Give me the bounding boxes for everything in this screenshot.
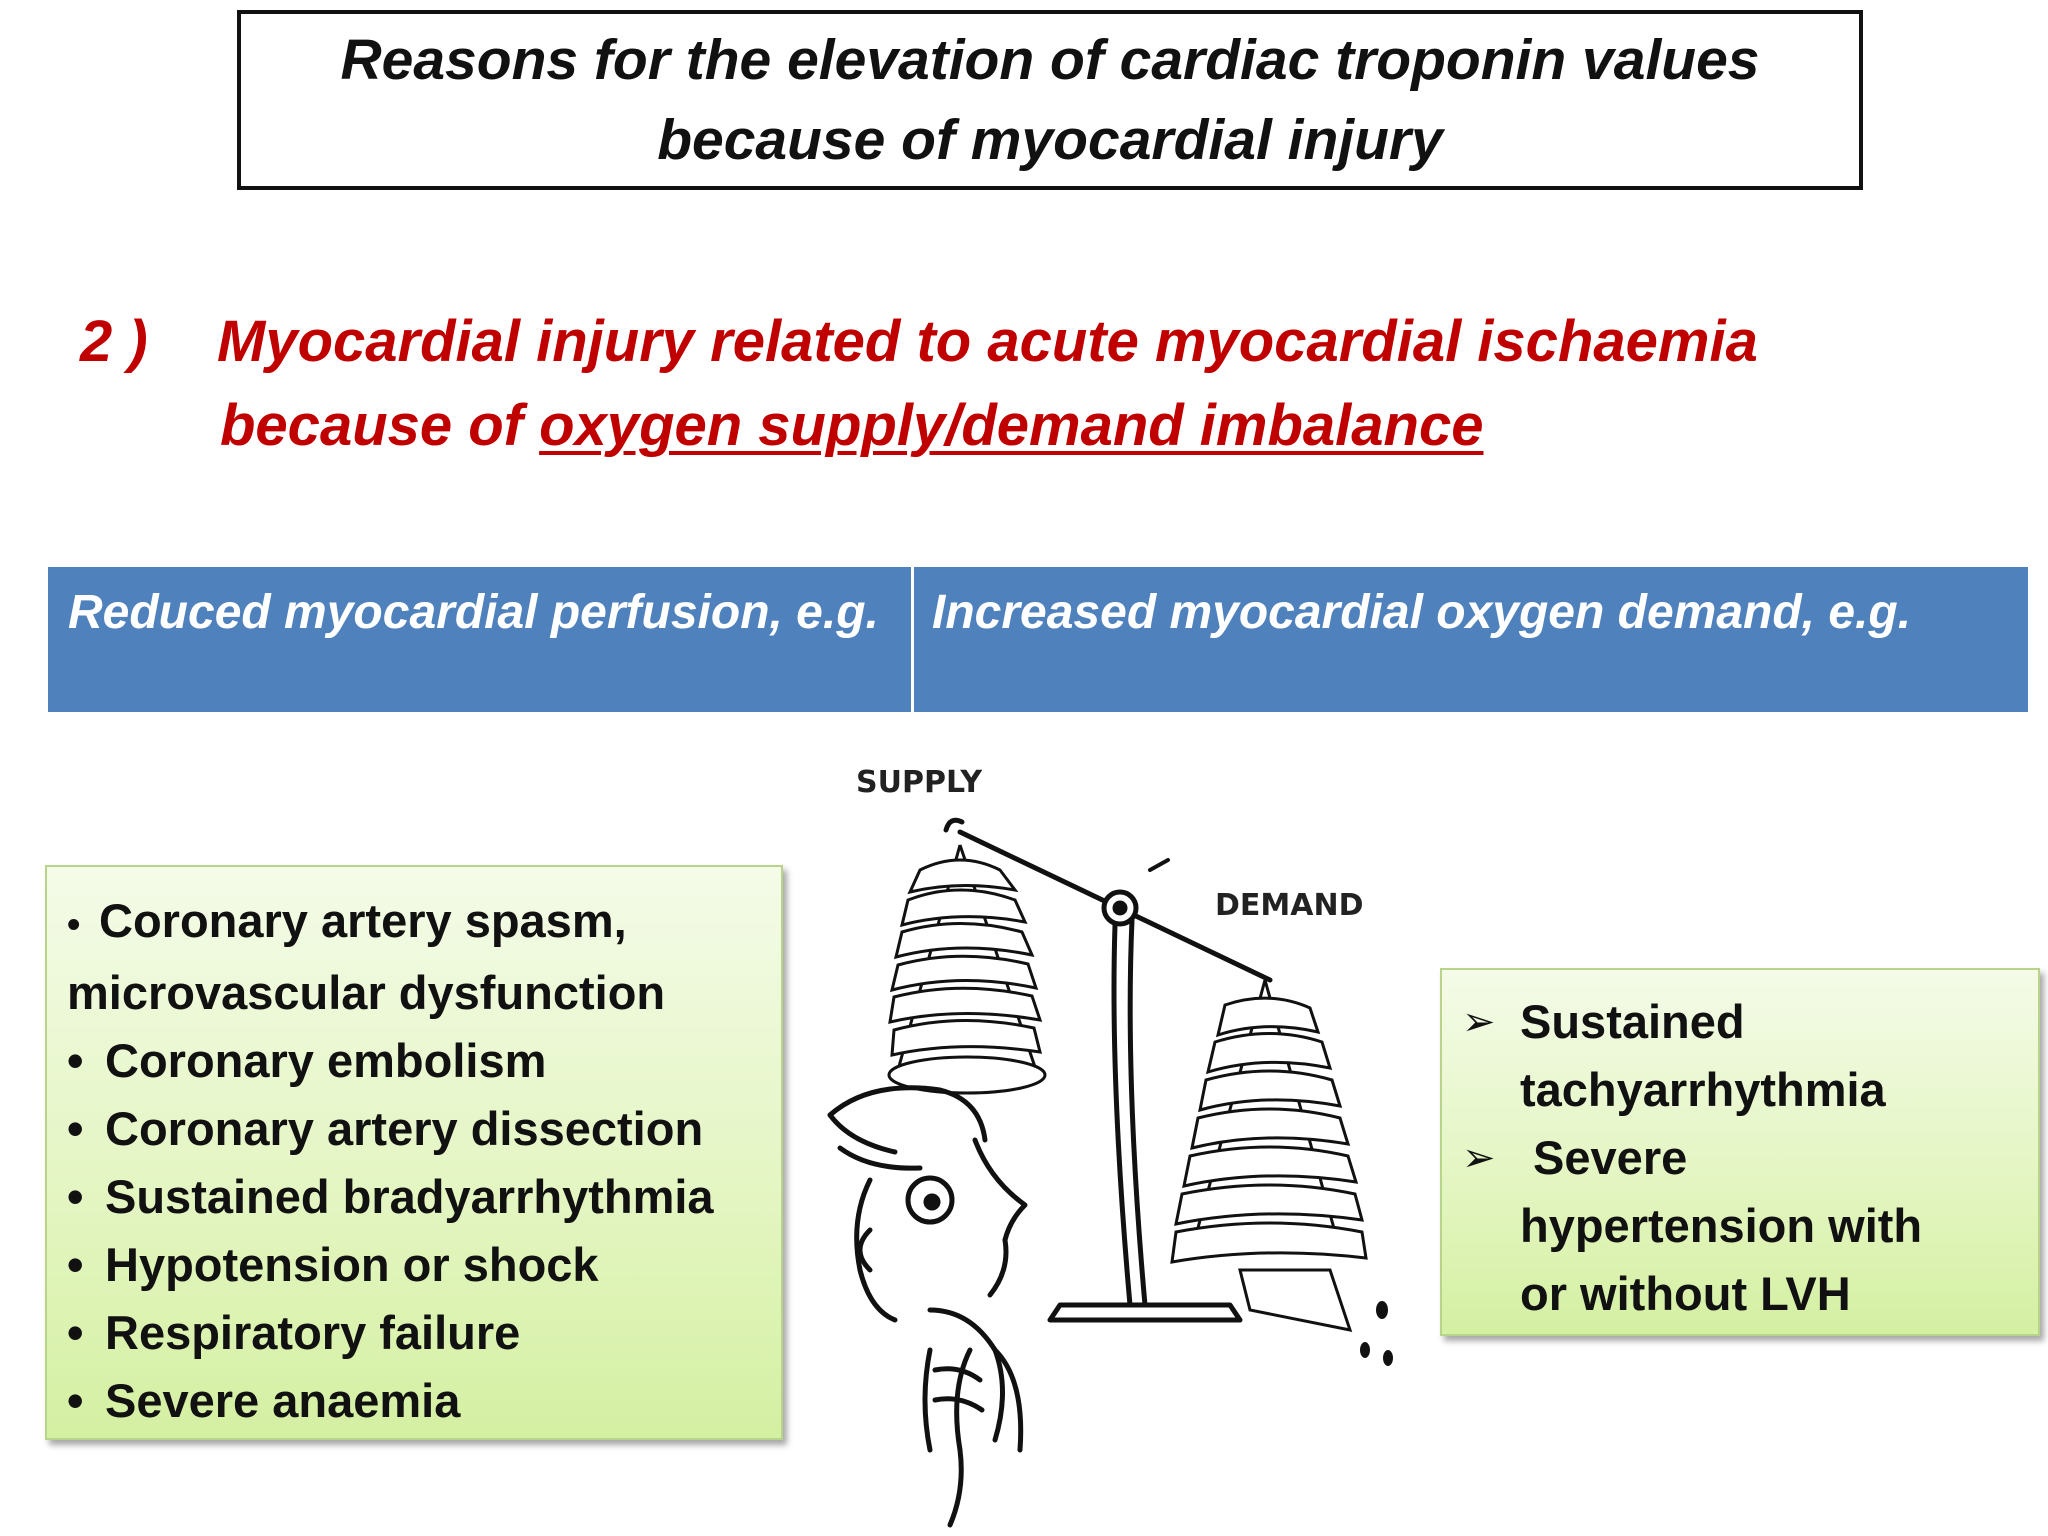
worried-man <box>827 1085 1028 1528</box>
list-item: •Severe anaemia <box>67 1374 461 1427</box>
section-heading-line-1: Myocardial injury related to acute myoca… <box>217 309 1758 374</box>
title-box: Reasons for the elevation of cardiac tro… <box>237 10 1863 190</box>
header-reduced-perfusion: Reduced myocardial perfusion, e.g. <box>48 567 914 712</box>
title-line-2: because of myocardial injury <box>657 108 1443 172</box>
sweat-drops <box>1360 1301 1393 1366</box>
perfusion-causes-box: •Coronary artery spasm, microvascular dy… <box>45 865 783 1440</box>
section-number: 2 ) <box>80 309 148 374</box>
arrow-bullet-icon: ➢ <box>1462 1000 1496 1044</box>
demand-causes-box: ➢ Sustained tachyarrhythmia ➢ Severe hyp… <box>1440 968 2040 1336</box>
section-heading-prefix: because of <box>220 393 540 458</box>
list-item: ➢ Severe hypertension with or without LV… <box>1462 1124 2018 1328</box>
demand-pile <box>1170 979 1368 1332</box>
supply-pile <box>887 844 1047 1095</box>
list-item: •Coronary artery dissection <box>67 1102 704 1155</box>
list-item: microvascular dysfunction <box>67 966 666 1019</box>
list-item: •Coronary embolism <box>67 1034 547 1087</box>
list-item: •Respiratory failure <box>67 1306 521 1359</box>
section-heading-underlined: oxygen supply/demand imbalance <box>539 393 1484 458</box>
section-heading: 2 ) Myocardial injury related to acute my… <box>80 300 1980 468</box>
list-item: •Hypotension or shock <box>67 1238 599 1291</box>
title-line-1: Reasons for the elevation of cardiac tro… <box>340 28 1760 92</box>
arrow-bullet-icon: ➢ <box>1462 1136 1496 1180</box>
supply-label: SUPPLY <box>856 765 983 800</box>
supply-demand-scale-cartoon: SUPPLY DEMAND <box>827 765 1393 1528</box>
list-item: •Sustained bradyarrhythmia <box>67 1170 714 1223</box>
header-increased-demand: Increased myocardial oxygen demand, e.g. <box>914 567 2028 712</box>
demand-label: DEMAND <box>1215 888 1363 923</box>
list-item: ➢ Sustained tachyarrhythmia <box>1462 988 2018 1124</box>
category-header-bar: Reduced myocardial perfusion, e.g. Incre… <box>48 565 2028 712</box>
list-item: •Coronary artery spasm, <box>67 894 627 947</box>
